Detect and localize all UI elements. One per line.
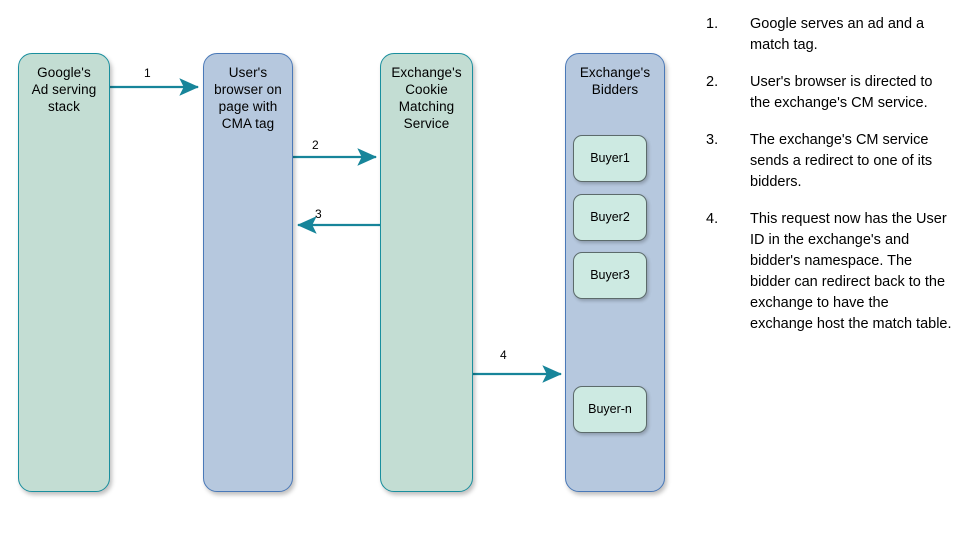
arrow-label-4: 4 [500,348,507,362]
node-label-bidders: Exchange's Bidders [579,65,651,97]
node-label-ad-serving-stack: Google's Ad serving stack [31,65,97,114]
steps-list: 1. Google serves an ad and a match tag. … [706,14,952,351]
node-user-browser[interactable]: User's browser on page with CMA tag [203,53,293,492]
step-text-3: The exchange's CM service sends a redire… [750,132,933,190]
arrow-label-1: 1 [144,66,151,80]
buyer-box-3[interactable]: Buyer3 [573,252,647,299]
step-text-2: User's browser is directed to the exchan… [750,74,933,111]
step-text-1: Google serves an ad and a match tag. [750,16,925,53]
node-exchange-cookie-matching-service[interactable]: Exchange's Cookie Matching Service [380,53,473,492]
node-label-user-browser: User's browser on page with CMA tag [214,65,282,131]
buyer-label-2: Buyer2 [590,210,630,224]
step-item-4: 4. This request now has the User ID in t… [706,209,952,335]
buyer-box-n[interactable]: Buyer-n [573,386,647,433]
node-google-ad-serving-stack[interactable]: Google's Ad serving stack [18,53,110,492]
arrow-label-3: 3 [315,207,322,221]
buyer-label-3: Buyer3 [590,268,630,282]
buyer-label-n: Buyer-n [588,402,632,416]
step-number-1: 1. [706,16,719,32]
step-number-2: 2. [706,74,719,90]
step-number-4: 4. [706,211,719,227]
buyer-box-2[interactable]: Buyer2 [573,194,647,241]
arrow-label-2: 2 [312,138,319,152]
step-text-4: This request now has the User ID in the … [750,211,952,332]
step-item-3: 3. The exchange's CM service sends a red… [706,130,952,193]
buyer-box-1[interactable]: Buyer1 [573,135,647,182]
step-item-2: 2. User's browser is directed to the exc… [706,72,952,114]
step-item-1: 1. Google serves an ad and a match tag. [706,14,952,56]
step-number-3: 3. [706,132,719,148]
node-label-cm-service: Exchange's Cookie Matching Service [391,65,462,131]
buyer-label-1: Buyer1 [590,151,630,165]
